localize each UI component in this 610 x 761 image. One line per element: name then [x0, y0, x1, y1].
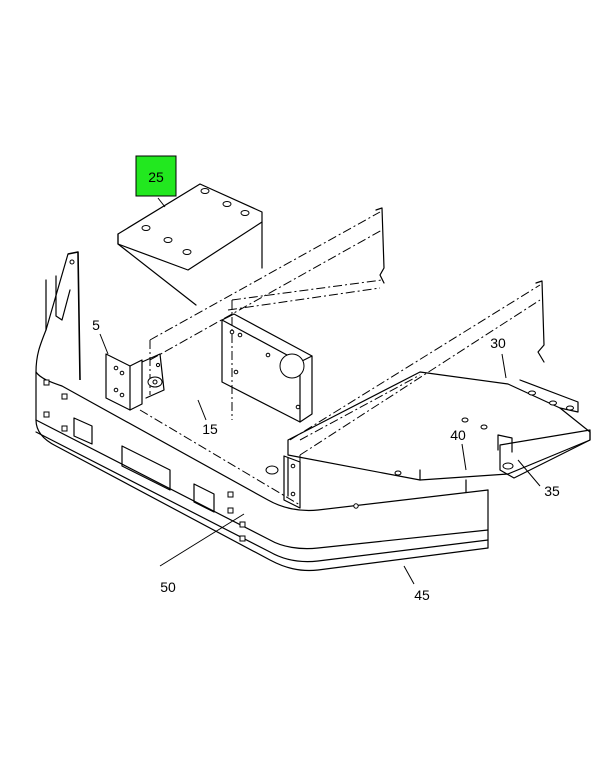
side-bracket-5[interactable] [105, 353, 143, 411]
mount-15[interactable] [141, 353, 165, 399]
callout-50[interactable]: 50 [160, 579, 176, 595]
callout-45[interactable]: 45 [414, 587, 430, 603]
side-bracket-right [265, 455, 301, 509]
callout-15[interactable]: 15 [202, 421, 218, 437]
callout-30[interactable]: 30 [490, 335, 506, 351]
callout-25: 25 [148, 169, 164, 185]
leader-lines [99, 197, 541, 585]
bracket-right [287, 371, 591, 481]
callout-40[interactable]: 40 [450, 427, 466, 443]
bumper-45[interactable] [35, 251, 489, 572]
callout-25-highlight[interactable]: 25 [135, 155, 177, 197]
callout-5[interactable]: 5 [92, 317, 100, 333]
callout-35[interactable]: 35 [544, 483, 560, 499]
bracket-plate-25[interactable] [117, 183, 263, 306]
crossmember-plate [221, 313, 313, 423]
frame-rails [139, 207, 545, 506]
plate-35[interactable] [497, 429, 591, 479]
